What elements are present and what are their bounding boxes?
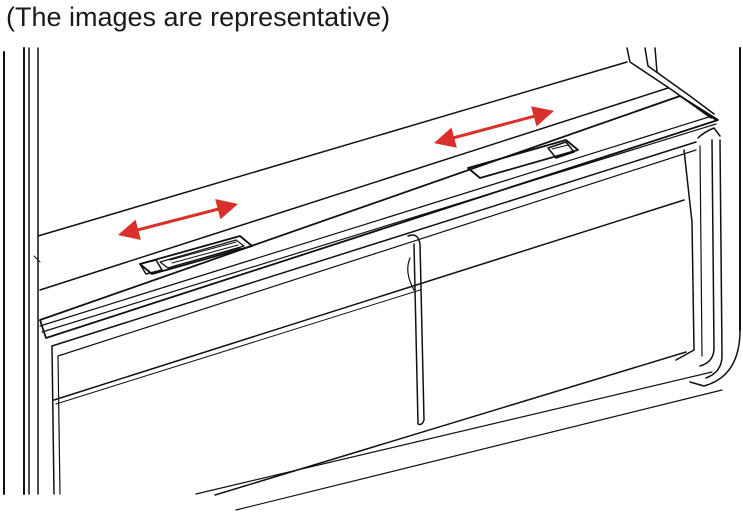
right-slide-control: [467, 139, 579, 179]
left-frame: [3, 47, 39, 495]
right-double-arrow-icon: [433, 106, 555, 148]
caption-representative-images: (The images are representative): [6, 2, 391, 32]
back-wall-edge: [37, 61, 628, 237]
left-slide-control: [139, 235, 253, 275]
center-divider: [407, 234, 425, 426]
left-double-arrow-icon: [117, 199, 239, 240]
drawer-front: [51, 141, 723, 511]
drawer-top-cover: [39, 87, 719, 339]
right-frame: [626, 47, 741, 387]
